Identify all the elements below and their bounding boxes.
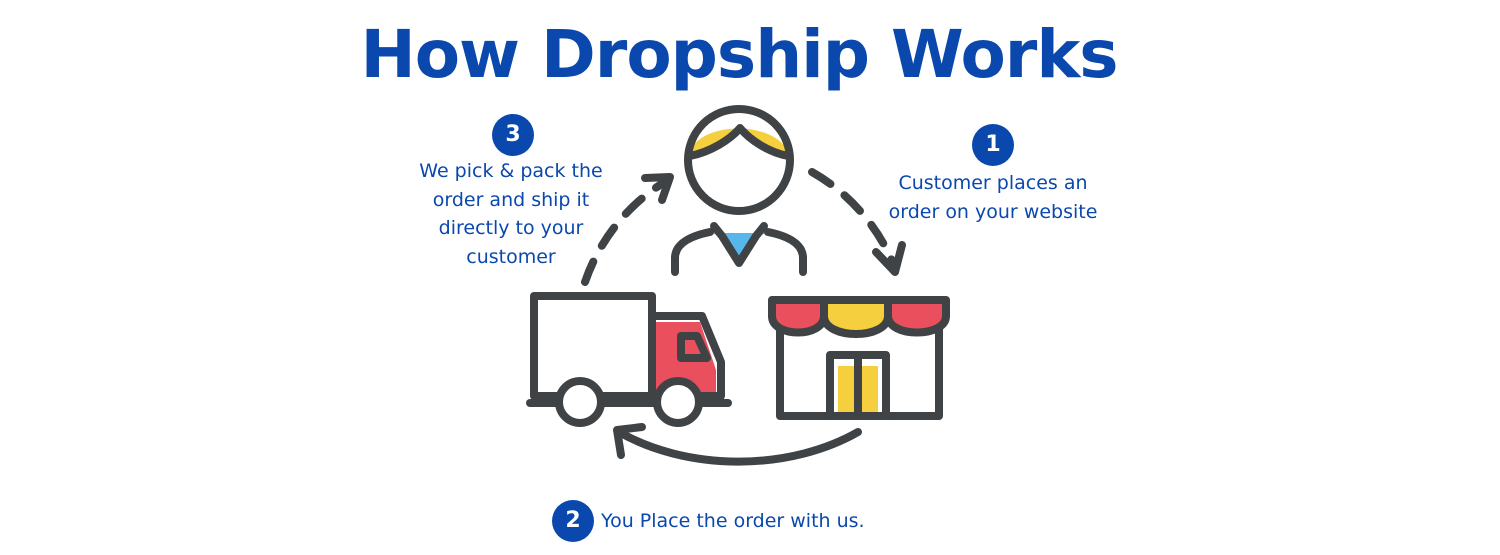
step-2-line: You Place the order with us.: [601, 510, 865, 532]
arrow-truck-to-customer: [581, 176, 672, 286]
customer-head: [684, 105, 794, 215]
delivery-truck-icon: [526, 292, 732, 427]
customer-collar-outline: [710, 222, 768, 267]
arrowhead-customer: [641, 173, 674, 204]
store-awning-scallop-3: [884, 296, 950, 337]
step-2-badge: 2: [552, 500, 594, 542]
truck-rear-wheel: [555, 377, 605, 427]
step-1-line: order on your website: [888, 200, 1098, 223]
truck-window: [677, 332, 711, 362]
customer-shoulders: [671, 228, 807, 276]
step-3-line: order and ship it: [432, 188, 590, 211]
storefront-icon: [768, 296, 950, 420]
step-1-text: Customer places an order on your website: [872, 169, 1114, 226]
arrow-customer-to-store: [808, 168, 899, 272]
step-3-line: directly to your: [438, 217, 584, 239]
step-1-badge: 1: [972, 124, 1014, 166]
store-awning-scallop-2: [820, 296, 892, 338]
customer-collar: [710, 233, 768, 263]
page-title: How Dropship Works: [360, 16, 1118, 93]
step-1-line: Customer places an: [898, 172, 1088, 194]
customer-icon: [671, 105, 807, 276]
step-2-text: You Place the order with us.: [601, 507, 921, 536]
cycle-arrows-icon: [581, 168, 906, 466]
step-3-line: We pick & pack the: [419, 160, 603, 182]
customer-hairline: [686, 124, 792, 160]
truck-front-wheel: [653, 377, 703, 427]
step-3-badge: 3: [492, 114, 534, 156]
step-3-text: We pick & pack the order and ship it dir…: [402, 157, 620, 271]
store-awning-scallop-1: [768, 296, 828, 337]
arrow-store-to-truck: [615, 428, 862, 466]
customer-hair: [688, 128, 790, 160]
arrowhead-store: [872, 241, 906, 276]
step-3-line: customer: [466, 245, 556, 268]
arrowhead-truck: [613, 423, 646, 459]
